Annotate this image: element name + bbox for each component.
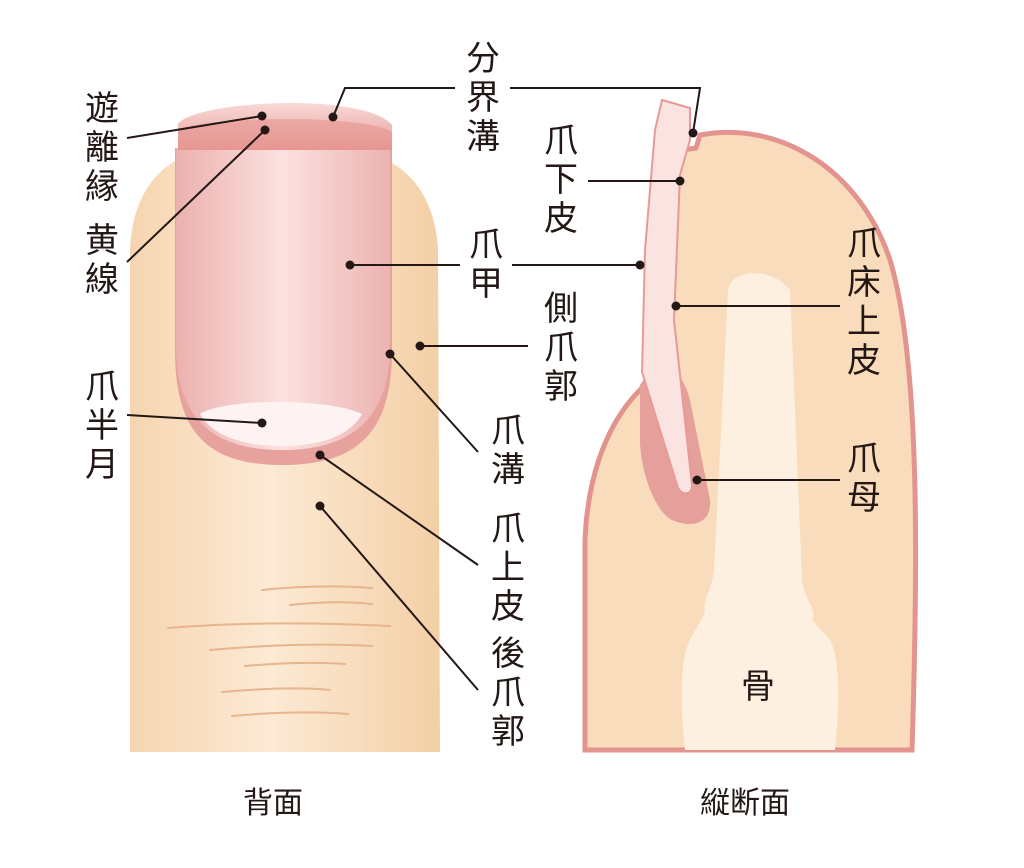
label-boundary-groove: 分 界 溝 [466,39,500,157]
leader-tsume-hangetsu [126,414,263,424]
label-nail-groove: 爪 溝 [491,411,525,490]
label-eponychium: 爪 上 皮 [491,509,525,627]
label-bone: 骨 [741,667,775,707]
bone-shape [681,273,839,750]
caption-longitudinal-section: 縦断面 [700,786,790,821]
label-proximal-nail-fold: 後 爪 郭 [491,634,525,752]
leader-sou-kou-groove [389,353,479,453]
nail-plate-dorsal [175,103,392,465]
section-nail-plate [640,98,694,495]
label-hyponychium: 爪 下 皮 [544,121,578,239]
label-lateral-nail-fold: 側 爪 郭 [544,289,578,407]
nail-body [176,148,390,450]
leader-yuuri-en [126,115,263,139]
label-nail-bed-epidermis: 爪 床 上 皮 [847,224,881,381]
caption-dorsal-view: 背面 [243,786,303,821]
label-nail-plate: 爪 甲 [469,225,503,304]
leader-lines [126,87,840,691]
leader-sou-jouhi [319,454,479,566]
lunula-shape [200,402,362,446]
label-nail-matrix: 爪 母 [847,439,881,518]
leader-dots [257,111,702,511]
yellow-line-band [178,119,392,150]
label-lunula: 爪 半 月 [85,367,119,485]
leader-kou-sou-kaku [319,505,479,691]
label-yellow-line: 黄 線 [85,221,119,300]
section-finger [582,98,919,753]
skin-creases [167,585,391,717]
label-free-edge: 遊 離 縁 [85,89,119,207]
leader-bunkai-kou-right [510,87,702,134]
leader-bunkai-kou [332,87,455,118]
leader-ou-sen [126,129,266,263]
